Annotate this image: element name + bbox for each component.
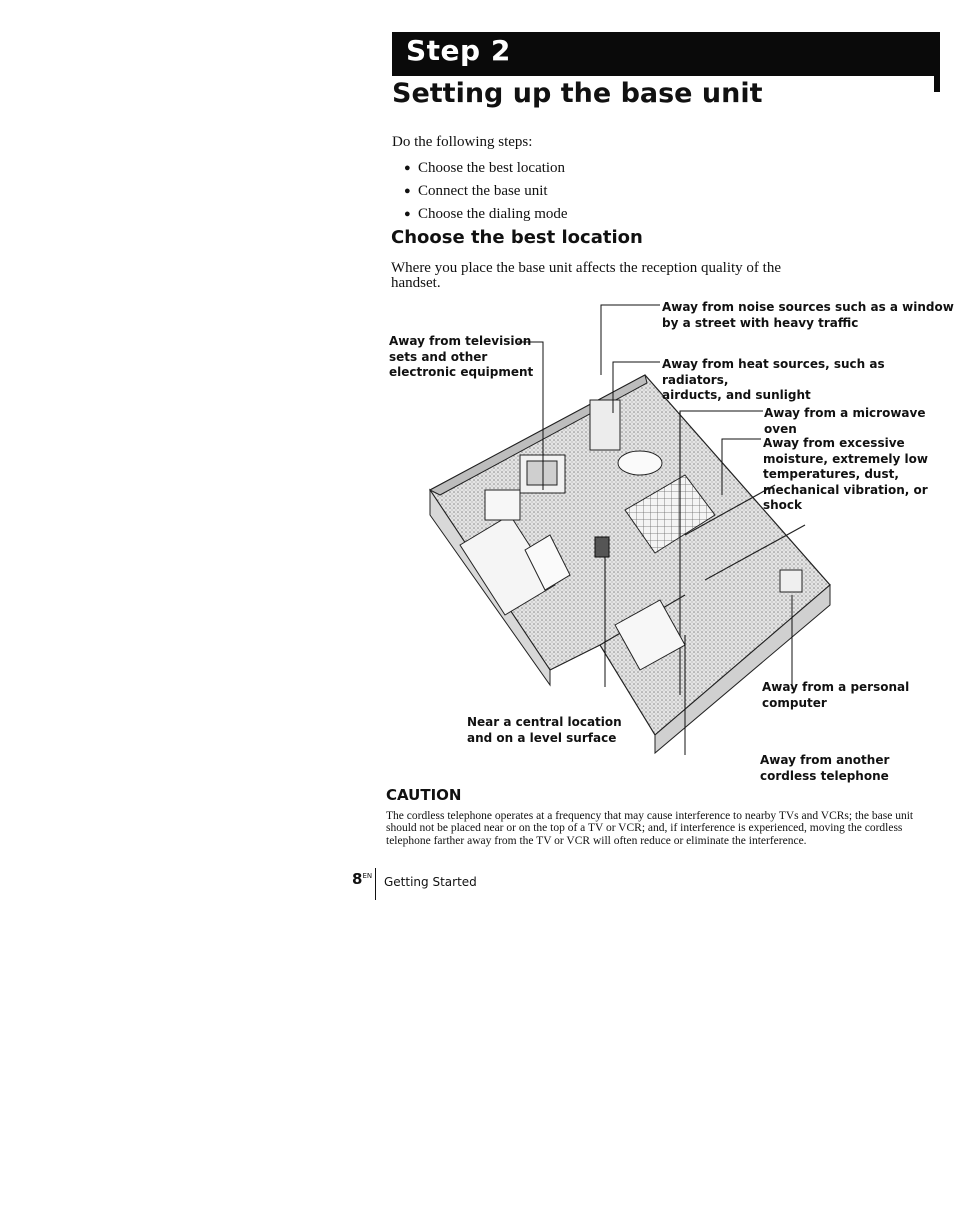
list-item: ●Choose the dialing mode xyxy=(404,203,568,226)
callout-moisture: Away from excessive moisture, extremely … xyxy=(763,436,928,512)
section-title: Choose the best location xyxy=(391,227,643,248)
callout-central: Near a central location and on a level s… xyxy=(467,715,622,745)
floor-plan-illustration xyxy=(428,304,831,755)
caution-title: CAUTION xyxy=(386,786,462,804)
callout-computer: Away from a personal computer xyxy=(762,680,910,710)
callout-noise: Away from noise sources such as a window… xyxy=(662,300,954,330)
step-label: Step 2 xyxy=(406,34,511,67)
bullet-icon: ● xyxy=(404,185,411,197)
callout-television: Away from television sets and other elec… xyxy=(389,334,534,379)
intro-text: Do the following steps: xyxy=(392,134,533,150)
page-number: 8EN xyxy=(352,870,373,888)
location-description: Where you place the base unit affects th… xyxy=(391,260,781,291)
footer-divider xyxy=(375,868,376,900)
steps-list: ●Choose the best location ●Connect the b… xyxy=(404,157,568,226)
caution-text: The cordless telephone operates at a fre… xyxy=(386,810,914,847)
callout-cordless: Away from another cordless telephone xyxy=(760,753,890,783)
callout-heat: Away from heat sources, such as radiator… xyxy=(662,357,885,402)
footer-section-name: Getting Started xyxy=(384,875,477,889)
list-item: ●Choose the best location xyxy=(404,157,568,180)
step-header-bar: Step 2 xyxy=(392,32,940,92)
callout-microwave: Away from a microwave oven xyxy=(764,406,926,436)
bullet-icon: ● xyxy=(404,162,411,174)
callout-leader-lines xyxy=(518,304,793,755)
page-title: Setting up the base unit xyxy=(392,78,763,109)
bullet-icon: ● xyxy=(404,208,411,220)
list-item: ●Connect the base unit xyxy=(404,180,568,203)
